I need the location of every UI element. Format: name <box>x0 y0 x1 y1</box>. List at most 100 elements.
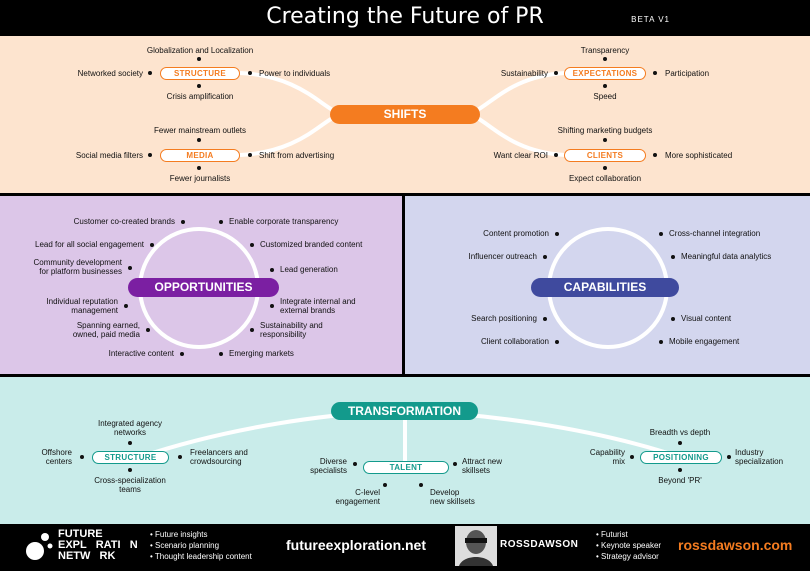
fen-logo-line: NETW RK <box>58 550 116 562</box>
bullet-dot <box>178 455 182 459</box>
opportunity-item: Customized branded content <box>260 240 363 249</box>
opportunity-item: Sustainability and responsibility <box>260 321 323 339</box>
bullet-dot <box>148 71 152 75</box>
bullet-dot <box>250 328 254 332</box>
shift-item: Expect collaboration <box>568 174 642 183</box>
shift-item: Shifting marketing budgets <box>557 126 653 135</box>
opportunity-item: Enable corporate transparency <box>229 217 339 226</box>
opportunity-item: Individual reputation management <box>46 297 118 315</box>
shifts-panel: SHIFTS STRUCTURE Globalization and Local… <box>0 36 810 193</box>
bullet-dot <box>124 304 128 308</box>
bullet-dot <box>148 153 152 157</box>
shift-item: Sustainability <box>500 69 548 78</box>
shift-item: Networked society <box>77 69 143 78</box>
opportunity-item: Spanning earned, owned, paid media <box>72 321 140 339</box>
transformation-item: Attract new skillsets <box>462 457 503 475</box>
transformation-item: Beyond 'PR' <box>658 476 702 485</box>
ross-dawson-portrait <box>455 526 497 566</box>
bullet-dot <box>659 340 663 344</box>
transformation-panel: TRANSFORMATION STRUCTURE Integrated agen… <box>0 377 810 524</box>
shift-item: Participation <box>665 69 710 78</box>
bullet-dot <box>603 57 607 61</box>
shift-item: Globalization and Localization <box>146 46 254 55</box>
shifts-clients-tag: CLIENTS <box>564 149 646 162</box>
fen-logo-line: FUTURE <box>58 528 103 540</box>
opportunity-item: Community development for platform busin… <box>33 258 122 276</box>
bullet-dot <box>554 71 558 75</box>
bullet-dot <box>727 455 731 459</box>
rd-bullet: • Strategy advisor <box>596 552 659 561</box>
bullet-dot <box>180 352 184 356</box>
capability-item: Cross-channel integration <box>669 229 761 238</box>
fen-bullet: • Scenario planning <box>150 541 220 550</box>
transformation-item: Offshore centers <box>41 448 72 466</box>
capability-item: Influencer outreach <box>468 252 538 261</box>
bullet-dot <box>659 232 663 236</box>
version-badge: BETA V1 <box>631 15 670 24</box>
bullet-dot <box>128 468 132 472</box>
bullet-dot <box>555 232 559 236</box>
opportunities-panel: OPPORTUNITIES Customer co-created brands… <box>0 196 402 374</box>
bullet-dot <box>248 71 252 75</box>
shifts-hub: SHIFTS <box>330 105 480 124</box>
bullet-dot <box>603 138 607 142</box>
bullet-dot <box>453 462 457 466</box>
shifts-media-tag: MEDIA <box>160 149 240 162</box>
bullet-dot <box>671 255 675 259</box>
transformation-item: Integrated agency networks <box>97 419 163 437</box>
bullet-dot <box>270 268 274 272</box>
bullet-dot <box>219 352 223 356</box>
fen-bullet: • Thought leadership content <box>150 552 252 561</box>
transformation-item: Industry specialization <box>735 448 784 466</box>
bullet-dot <box>630 455 634 459</box>
capability-item: Mobile engagement <box>669 337 740 346</box>
shift-item: Want clear ROI <box>493 151 548 160</box>
transformation-item: Breadth vs depth <box>649 428 711 437</box>
bullet-dot <box>181 220 185 224</box>
transformation-item: Cross-specialization teams <box>94 476 166 494</box>
bullet-dot <box>248 153 252 157</box>
shift-item: Social media filters <box>75 151 143 160</box>
transformation-item: Capability mix <box>589 448 625 466</box>
bullet-dot <box>671 317 675 321</box>
header-bar: Creating the Future of PR BETA V1 <box>0 0 810 36</box>
shifts-expectations-tag: EXPECTATIONS <box>564 67 646 80</box>
transformation-talent-tag: TALENT <box>363 461 449 474</box>
bullet-dot <box>603 166 607 170</box>
bullet-dot <box>383 483 387 487</box>
bullet-dot <box>197 57 201 61</box>
transformation-positioning-tag: POSITIONING <box>640 451 722 464</box>
transformation-item: Diverse specialists <box>310 457 347 475</box>
opportunity-item: Lead for all social engagement <box>35 240 144 249</box>
fen-bullet: • Future insights <box>150 530 208 539</box>
bullet-dot <box>653 71 657 75</box>
footer: FUTURE EXPL RATI N NETW RK • Future insi… <box>0 524 810 569</box>
bullet-dot <box>197 166 201 170</box>
bullet-dot <box>678 468 682 472</box>
rd-url-link[interactable]: rossdawson.com <box>678 537 793 553</box>
shift-item: Speed <box>593 92 617 101</box>
bullet-dot <box>80 455 84 459</box>
capability-item: Visual content <box>681 314 732 323</box>
shift-item: Fewer mainstream outlets <box>153 126 247 135</box>
shift-item: Shift from advertising <box>259 151 335 160</box>
bullet-dot <box>270 304 274 308</box>
capabilities-hub: CAPABILITIES <box>531 278 679 297</box>
transformation-item: C-level engagement <box>335 488 380 506</box>
bullet-dot <box>543 255 547 259</box>
bullet-dot <box>128 441 132 445</box>
opportunity-item: Emerging markets <box>229 349 294 358</box>
bullet-dot <box>353 462 357 466</box>
opportunities-hub: OPPORTUNITIES <box>128 278 279 297</box>
shift-item: Crisis amplification <box>166 92 234 101</box>
capability-item: Content promotion <box>483 229 549 238</box>
transformation-hub: TRANSFORMATION <box>331 402 478 420</box>
shift-item: More sophisticated <box>665 151 733 160</box>
bullet-dot <box>419 483 423 487</box>
bullet-dot <box>554 153 558 157</box>
fen-url-link[interactable]: futureexploration.net <box>286 537 427 553</box>
opportunity-item: Integrate internal and external brands <box>280 297 356 315</box>
bullet-dot <box>197 84 201 88</box>
rd-logo: ROSSDAWSON <box>500 539 579 550</box>
